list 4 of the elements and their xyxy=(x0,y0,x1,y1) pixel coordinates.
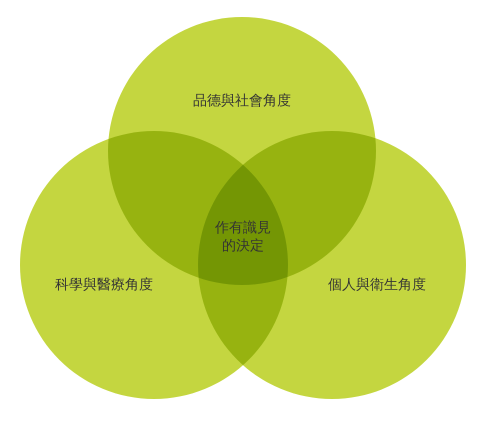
center-label: 作有識見的決定 xyxy=(214,219,272,255)
circle-label: 個人與衛生角度 xyxy=(328,276,426,294)
circle-label: 科學與醫療角度 xyxy=(55,276,153,294)
circle-label: 品德與社會角度 xyxy=(193,92,291,110)
